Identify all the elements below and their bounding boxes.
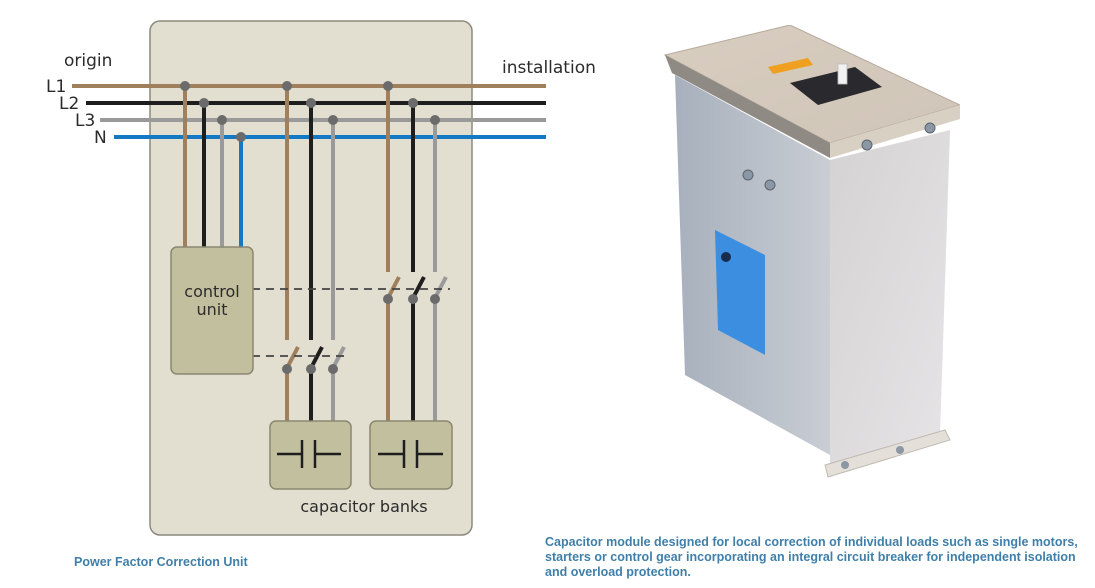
pfc-wiring-diagram: origin installation L1 L2 L3 N control u… bbox=[46, 20, 596, 536]
control-unit bbox=[170, 246, 254, 375]
installation-label: installation bbox=[502, 58, 596, 78]
junction-dots bbox=[180, 81, 440, 374]
mounting-foot bbox=[824, 429, 951, 478]
capacitor-bank-1 bbox=[269, 420, 352, 490]
circuit-breaker-panel bbox=[790, 67, 882, 105]
enclosure-front-side bbox=[830, 130, 950, 465]
l2-label: L2 bbox=[59, 94, 79, 114]
lid-left-lip bbox=[665, 55, 830, 158]
screw bbox=[841, 461, 849, 469]
control-unit-label-2: unit bbox=[197, 300, 228, 319]
n-label: N bbox=[94, 128, 107, 148]
pfc-logo-icon bbox=[721, 252, 731, 262]
capacitor-bank-2 bbox=[369, 420, 453, 490]
screw bbox=[764, 179, 776, 191]
breaker-handle bbox=[837, 63, 848, 85]
origin-label: origin bbox=[64, 51, 112, 71]
l1-label: L1 bbox=[46, 77, 66, 97]
screw bbox=[742, 169, 754, 181]
power-factor-caption: Power Factor Correction Unit bbox=[74, 555, 248, 569]
capacitor-module-photo bbox=[663, 25, 960, 478]
screw bbox=[924, 122, 936, 134]
screw bbox=[861, 139, 873, 151]
l3-label: L3 bbox=[75, 111, 95, 131]
capacitor-banks-label: capacitor banks bbox=[300, 497, 427, 516]
warning-sticker bbox=[768, 58, 813, 74]
control-unit-label-1: control bbox=[184, 282, 239, 301]
screw bbox=[896, 446, 904, 454]
capacitor-module-caption: Capacitor module designed for local corr… bbox=[545, 535, 1078, 579]
